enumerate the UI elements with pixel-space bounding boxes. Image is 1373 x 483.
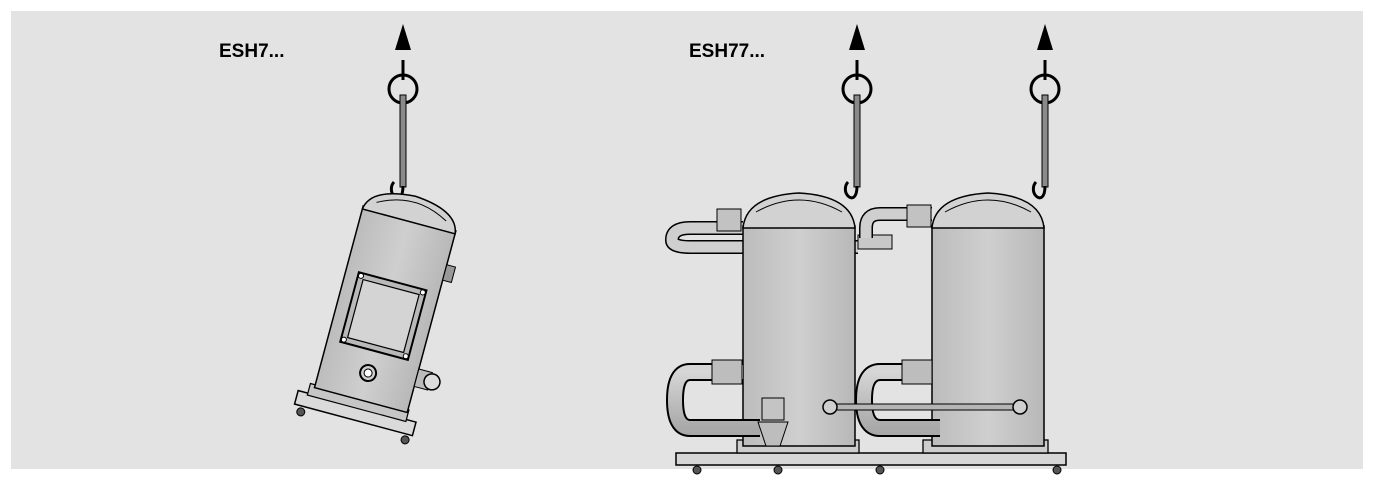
lifting-hook-icon xyxy=(1031,180,1047,200)
lifting-hook-icon xyxy=(843,180,859,200)
model-label-esh77: ESH77... xyxy=(689,41,766,62)
lift-arrow-icon xyxy=(395,24,411,80)
lift-arrow-icon xyxy=(849,24,865,80)
lift-assembly-right-2 xyxy=(1029,24,1061,200)
compressor-icon xyxy=(293,193,457,445)
tandem-compressor-icon xyxy=(664,192,1067,475)
lift-assembly-right-1 xyxy=(841,24,873,200)
lift-arrow-icon xyxy=(1037,24,1053,80)
lifting-cable xyxy=(853,94,861,188)
lift-assembly-left xyxy=(387,24,419,200)
lifting-cable xyxy=(399,94,407,188)
lifting-cable xyxy=(1041,94,1049,188)
model-label-esh7: ESH7... xyxy=(219,41,285,62)
